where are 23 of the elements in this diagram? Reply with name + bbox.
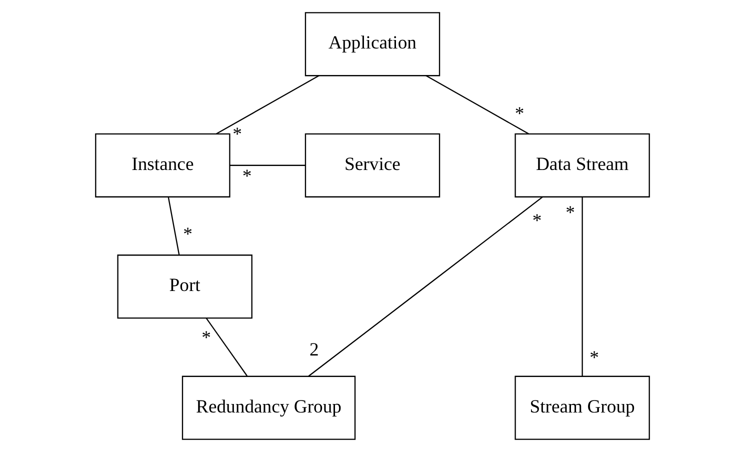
connector [229, 164, 305, 166]
node-box: Stream Group [514, 376, 650, 440]
label: * [182, 224, 192, 246]
connector [425, 75, 528, 134]
node-box: Data Stream [514, 133, 650, 198]
label: * [201, 327, 210, 348]
label: * [242, 166, 252, 187]
node-box: Instance [94, 133, 230, 198]
label: * [532, 210, 542, 232]
connector [308, 196, 542, 377]
connector [167, 196, 180, 255]
node-box: Port [116, 254, 252, 319]
connector [216, 75, 319, 134]
connector [581, 196, 582, 376]
label: * [232, 124, 242, 146]
connector [205, 318, 248, 376]
label: * [589, 347, 599, 368]
label: * [565, 202, 574, 224]
label: * [514, 103, 524, 124]
node-box: Redundancy Group [181, 376, 356, 440]
node-box: Service [304, 133, 440, 198]
node-box: Application [304, 12, 440, 76]
label: 2 [309, 340, 318, 361]
